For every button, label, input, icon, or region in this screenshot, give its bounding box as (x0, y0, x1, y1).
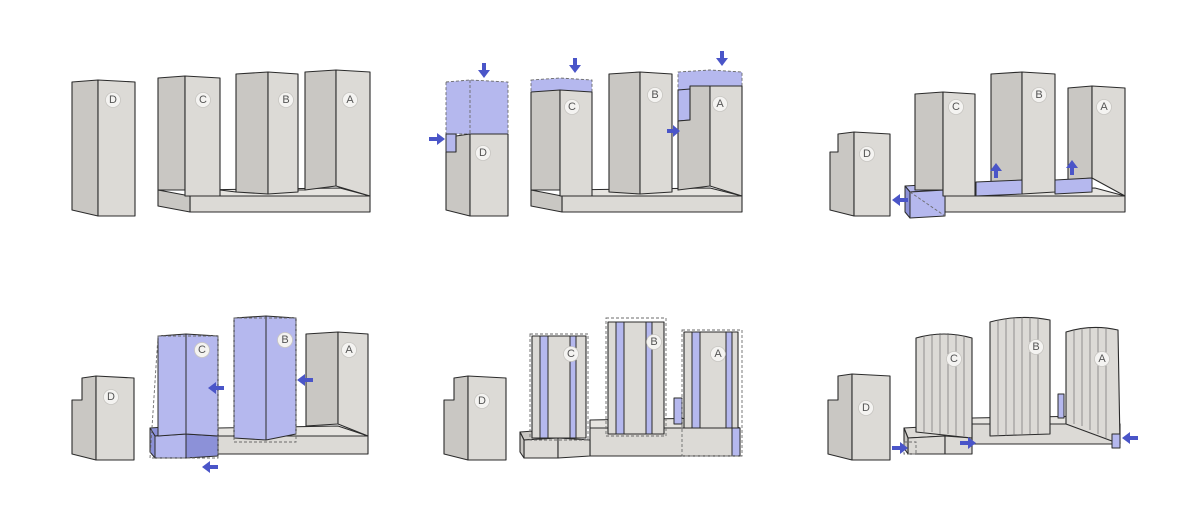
label-d-badge: D (105, 92, 121, 108)
label-c: C (198, 344, 206, 356)
arrow-left-icon (208, 382, 224, 394)
label-d-badge: D (103, 389, 119, 405)
label-d: D (862, 402, 870, 414)
arrow-down-icon (716, 51, 728, 66)
arrow-left-icon (1122, 432, 1138, 444)
label-a-badge: A (710, 346, 726, 362)
label-c-badge: C (195, 92, 211, 108)
label-c: C (568, 101, 576, 113)
panel-3-drawing: D C B A (829, 71, 1126, 219)
label-c: C (199, 94, 207, 106)
panel-6-drawing: D C B A (827, 316, 1138, 461)
label-c-badge: C (946, 351, 962, 367)
label-b-badge: B (278, 92, 294, 108)
u-block-abc: C B A (530, 51, 743, 213)
u-block-abc: C B A (892, 71, 1126, 219)
label-a-badge: A (712, 96, 728, 112)
label-a: A (346, 94, 354, 106)
label-a: A (1100, 101, 1108, 113)
arrow-up-icon (990, 163, 1002, 178)
arrow-right-icon (667, 125, 680, 137)
label-c-badge: C (194, 342, 210, 358)
label-c: C (952, 101, 960, 113)
label-b: B (282, 94, 289, 106)
label-d: D (863, 148, 871, 160)
label-c: C (950, 353, 958, 365)
label-b: B (651, 89, 658, 101)
label-d: D (479, 147, 487, 159)
arrow-left-icon (892, 194, 908, 206)
label-d-badge: D (474, 393, 490, 409)
panel-2-drawing: D C B A (429, 51, 743, 217)
label-a-badge: A (1094, 351, 1110, 367)
panel-1-base-massing: D C B A (0, 0, 400, 262)
u-block-abc: C B A (149, 315, 369, 473)
panel-3-podium-adjustment: D C B A (800, 0, 1200, 262)
arrow-up-icon (1066, 160, 1078, 175)
tower-d: D (827, 373, 891, 461)
label-b: B (1035, 89, 1042, 101)
arrow-right-icon (429, 133, 445, 145)
arrow-down-icon (569, 58, 581, 73)
label-b: B (281, 334, 288, 346)
label-d-badge: D (858, 400, 874, 416)
label-d-badge: D (859, 146, 875, 162)
panel-4-drawing: D C B A (71, 315, 369, 473)
tower-d: D (71, 375, 135, 461)
u-block-abc: C B A (892, 316, 1138, 455)
label-b-badge: B (646, 334, 662, 350)
tower-d: D (829, 131, 891, 217)
label-c-badge: C (948, 99, 964, 115)
label-b: B (650, 336, 657, 348)
label-b-badge: B (277, 332, 293, 348)
label-b: B (1032, 341, 1039, 353)
u-block-abc: C B A (157, 69, 371, 213)
label-d: D (109, 94, 117, 106)
label-c-badge: C (564, 99, 580, 115)
label-a: A (1098, 353, 1106, 365)
label-a: A (716, 98, 724, 110)
label-a: A (714, 348, 722, 360)
panel-2-height-adjustment: D C B A (400, 0, 800, 262)
arrow-down-icon (478, 63, 490, 78)
label-a: A (345, 344, 353, 356)
label-d-badge: D (475, 145, 491, 161)
panel-1-drawing: D C B A (71, 69, 371, 217)
panel-4-tower-redistribution: D C B A (0, 262, 400, 524)
tower-d: D (443, 375, 507, 461)
label-d: D (107, 391, 115, 403)
panel-5-facade-articulation: D (400, 262, 800, 524)
label-a-badge: A (341, 342, 357, 358)
label-a-badge: A (1096, 99, 1112, 115)
label-b-badge: B (647, 87, 663, 103)
arrow-right-icon (892, 442, 908, 454)
label-d: D (478, 395, 486, 407)
tower-d: D (429, 63, 509, 217)
panel-6-final-massing: D C B A (800, 262, 1200, 524)
arrow-left-icon (202, 461, 218, 473)
tower-d: D (71, 79, 136, 217)
panel-5-drawing: D (443, 317, 743, 461)
label-c: C (567, 348, 575, 360)
label-c-badge: C (563, 346, 579, 362)
arrow-right-icon (960, 437, 976, 449)
label-a-badge: A (342, 92, 358, 108)
label-b-badge: B (1028, 339, 1044, 355)
label-b-badge: B (1031, 87, 1047, 103)
arrow-left-icon (297, 374, 313, 386)
u-block-abc: C B A (519, 317, 743, 459)
